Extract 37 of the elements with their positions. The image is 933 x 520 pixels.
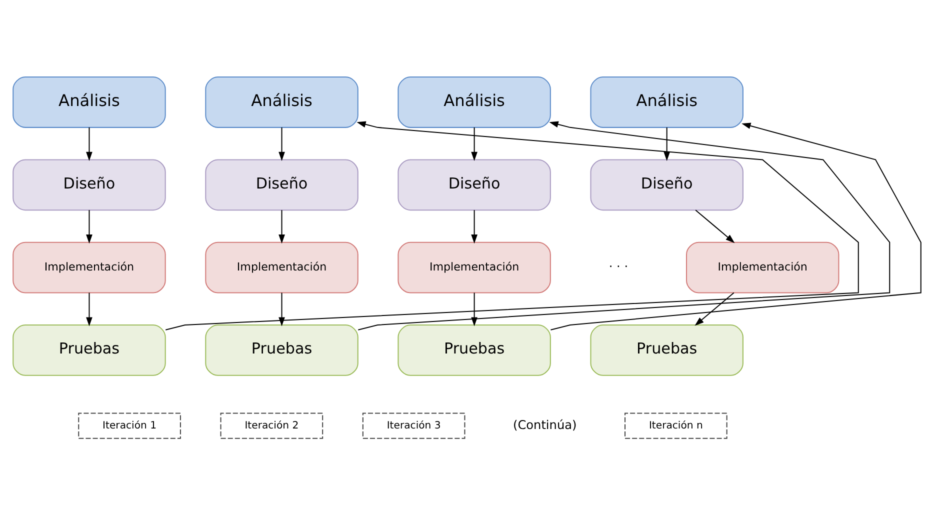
node-box: Análisis — [397, 76, 550, 128]
node-box: Diseño — [397, 158, 550, 210]
label: (Continúa) — [512, 417, 576, 432]
node-box: Pruebas — [204, 324, 358, 376]
node-box: Análisis — [590, 76, 743, 128]
node-box: Implementación — [204, 241, 358, 293]
node-box: Implementación — [686, 241, 839, 293]
arrow — [86, 210, 92, 244]
node-box: Iteración 3 — [362, 412, 465, 438]
arrow — [470, 126, 477, 160]
arrow — [86, 126, 92, 160]
node-box: Pruebas — [12, 324, 166, 376]
label: · · · — [608, 259, 628, 274]
arrow — [278, 210, 284, 244]
node-box: Iteración n — [624, 412, 727, 438]
node-box: Análisis — [204, 76, 358, 128]
node-box: Implementación — [397, 241, 550, 293]
node-box: Implementación — [12, 241, 166, 293]
node-box: Iteración 2 — [220, 412, 323, 438]
node-box: Análisis — [12, 76, 166, 128]
arrow — [694, 209, 734, 243]
arrow — [470, 292, 477, 326]
arrow — [663, 126, 670, 160]
arrow — [278, 126, 284, 160]
arrow — [470, 210, 477, 244]
node-box: Pruebas — [590, 324, 743, 376]
node-box: Pruebas — [397, 324, 550, 376]
arrow — [358, 120, 890, 330]
node-box: Diseño — [12, 158, 166, 210]
arrow — [165, 120, 858, 330]
arrow — [694, 292, 734, 326]
arrow — [86, 292, 92, 326]
node-box: Diseño — [204, 158, 358, 210]
node-box: Iteración 1 — [78, 412, 180, 438]
arrow — [278, 292, 284, 326]
arrow — [550, 122, 921, 330]
node-box: Diseño — [590, 158, 743, 210]
